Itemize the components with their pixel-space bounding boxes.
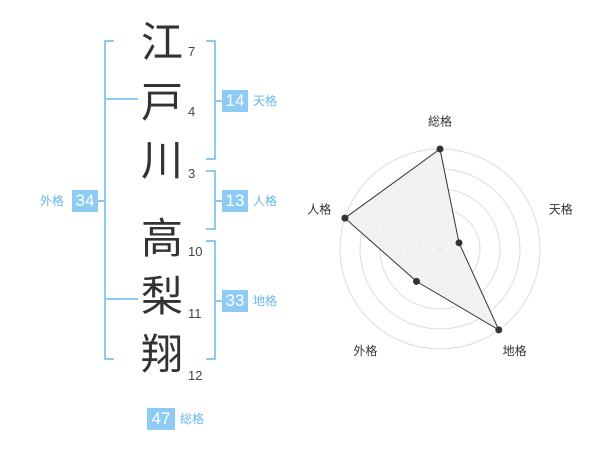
stroke-count-4: 10 (188, 244, 203, 259)
tenkaku-connector (215, 100, 222, 102)
gaikaku-connector (97, 200, 105, 202)
radar-point-4 (412, 277, 420, 285)
jinkaku-value: 13 (222, 190, 248, 212)
jinkaku-connector (215, 200, 222, 202)
soukaku-value: 47 (147, 408, 175, 430)
radar-axis-label-1: 総格 (428, 114, 452, 129)
stroke-count-2: 4 (188, 104, 196, 119)
radar-point-2 (455, 239, 463, 247)
tenkaku-value: 14 (222, 90, 248, 112)
radar-axis-label-2: 天格 (549, 201, 573, 216)
radar-axis-label-3: 地格 (503, 343, 527, 358)
gaikaku-label: 外格 (40, 194, 65, 208)
gaikaku-bracket (104, 40, 114, 360)
tenkaku-label: 天格 (253, 94, 278, 108)
chikaku-connector (215, 300, 222, 302)
jinkaku-label: 人格 (253, 194, 278, 208)
chikaku-label: 地格 (253, 294, 278, 308)
radar-point-1 (436, 145, 444, 153)
stroke-count-5: 11 (188, 306, 202, 321)
stroke-count-1: 7 (188, 44, 196, 59)
radar-point-5 (341, 214, 349, 222)
stroke-count-3: 3 (188, 166, 196, 181)
name-char-2: 戸 (140, 78, 183, 127)
name-char-6: 翔 (140, 330, 183, 379)
stroke-count-6: 12 (188, 368, 203, 383)
radar-polygon (344, 148, 500, 332)
soukaku-label: 総格 (180, 412, 205, 426)
radar-point-3 (495, 326, 503, 334)
gaikaku-tick-upper (104, 98, 138, 100)
name-char-1: 江 (140, 18, 183, 67)
gaikaku-tick-lower (104, 298, 138, 300)
name-char-4: 高 (140, 214, 183, 263)
name-char-3: 川 (140, 136, 183, 185)
radar-axis-label-5: 人格 (307, 201, 331, 216)
name-char-5: 梨 (140, 272, 183, 321)
gaikaku-value: 34 (72, 190, 98, 212)
radar-axis-label-4: 外格 (353, 343, 377, 358)
chikaku-value: 33 (222, 290, 248, 312)
